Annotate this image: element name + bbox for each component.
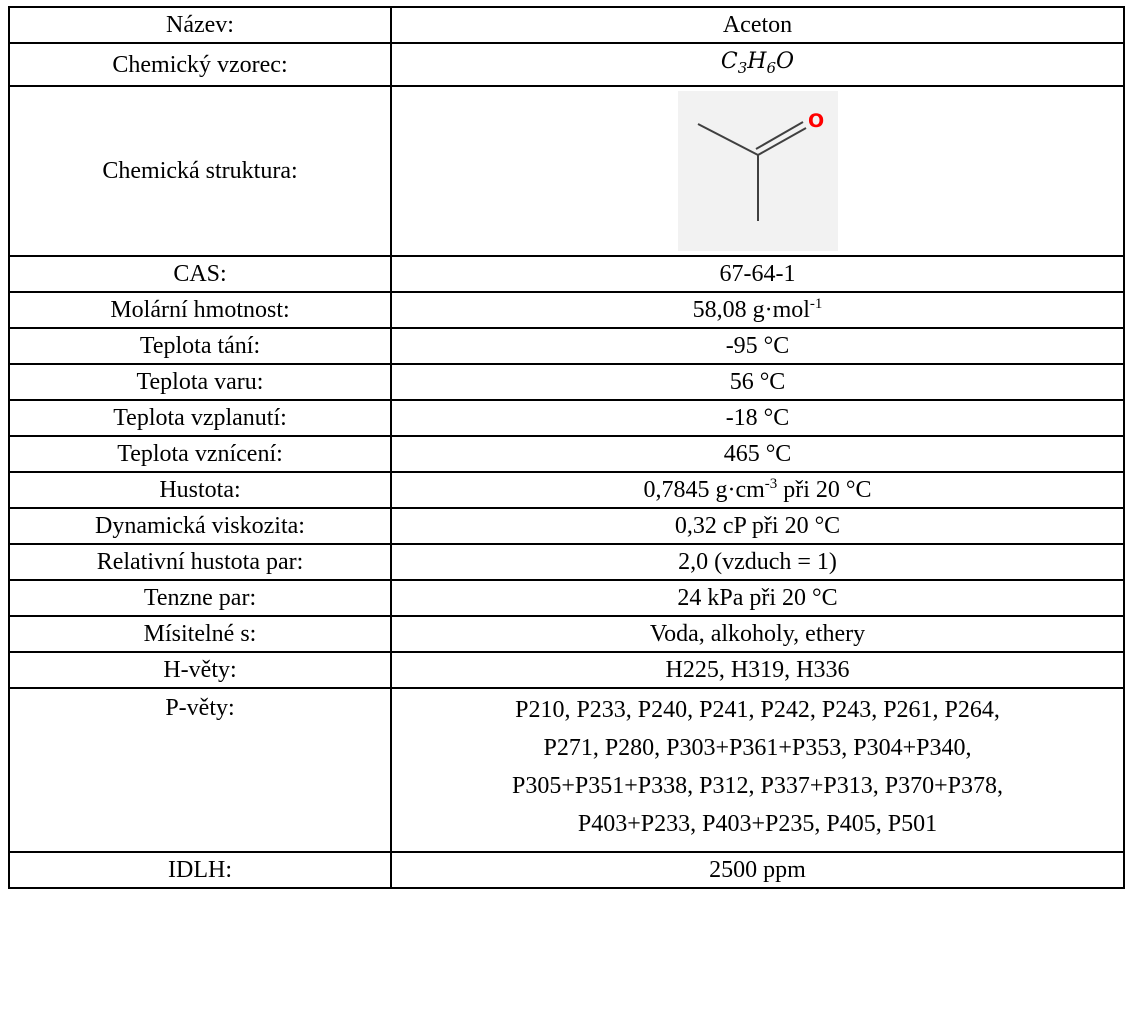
table-row: IDLH: 2500 ppm <box>8 851 1125 889</box>
p-statements-line: P271, P280, P303+P361+P353, P304+P340, <box>543 735 972 761</box>
row-value: 24 kPa při 20 °C <box>390 579 1125 617</box>
density-text: 0,7845 g·cm <box>643 477 765 503</box>
row-label: Dynamická viskozita: <box>8 507 392 545</box>
oxygen-atom-label: O <box>808 110 824 132</box>
density-condition: při 20 °C <box>777 477 872 503</box>
table-row: Molární hmotnost: 58,08 g·mol-1 <box>8 291 1125 329</box>
row-label: Hustota: <box>8 471 392 509</box>
p-statements-line: P210, P233, P240, P241, P242, P243, P261… <box>515 697 1000 723</box>
row-value: 2500 ppm <box>390 851 1125 889</box>
row-value: Voda, alkoholy, ethery <box>390 615 1125 653</box>
table-row: Hustota: 0,7845 g·cm-3 při 20 °C <box>8 471 1125 509</box>
table-row: H-věty: H225, H319, H336 <box>8 651 1125 689</box>
p-statements-line: P403+P233, P403+P235, P405, P501 <box>577 811 938 837</box>
p-statements: P210, P233, P240, P241, P242, P243, P261… <box>390 687 1125 853</box>
row-label: Název: <box>8 6 392 44</box>
row-label: Mísitelné s: <box>8 615 392 653</box>
formula-text: C3H6O <box>720 49 795 77</box>
row-label: Chemická struktura: <box>8 85 392 257</box>
row-value: 58,08 g·mol-1 <box>390 291 1125 329</box>
row-label: Teplota vznícení: <box>8 435 392 473</box>
table-row: Teplota vznícení: 465 °C <box>8 435 1125 473</box>
row-value: Aceton <box>390 6 1125 44</box>
row-value: 56 °C <box>390 363 1125 401</box>
table-row: Chemická struktura: O <box>8 85 1125 257</box>
chemical-formula: C3H6O <box>390 42 1125 87</box>
table-row: P-věty: P210, P233, P240, P241, P242, P2… <box>8 687 1125 853</box>
acetone-structure-icon: O <box>697 110 824 221</box>
table-row: Relativní hustota par: 2,0 (vzduch = 1) <box>8 543 1125 581</box>
row-value: 0,7845 g·cm-3 při 20 °C <box>390 471 1125 509</box>
properties-table: Název: Aceton Chemický vzorec: C3H6O Che… <box>8 6 1125 889</box>
row-label: H-věty: <box>8 651 392 689</box>
density-exponent: -3 <box>764 476 778 492</box>
table-row: Název: Aceton <box>8 6 1125 44</box>
row-label: Teplota tání: <box>8 327 392 365</box>
formula-hydrogen: H <box>747 49 767 74</box>
structure-image: O <box>677 91 838 251</box>
row-label: IDLH: <box>8 851 392 889</box>
row-label: Molární hmotnost: <box>8 291 392 329</box>
molar-mass-exponent: -1 <box>809 296 823 312</box>
table-row: Teplota varu: 56 °C <box>8 363 1125 401</box>
table-row: Teplota vzplanutí: -18 °C <box>8 399 1125 437</box>
formula-carbon-count: 3 <box>737 59 748 77</box>
formula-oxygen: O <box>776 49 795 74</box>
table-row: CAS: 67-64-1 <box>8 255 1125 293</box>
row-label: Chemický vzorec: <box>8 42 392 87</box>
molar-mass-text: 58,08 g·mol <box>692 297 810 323</box>
row-label: Tenzne par: <box>8 579 392 617</box>
row-value: 2,0 (vzduch = 1) <box>390 543 1125 581</box>
row-value: H225, H319, H336 <box>390 651 1125 689</box>
row-value: 465 °C <box>390 435 1125 473</box>
row-value: -18 °C <box>390 399 1125 437</box>
table-row: Tenzne par: 24 kPa při 20 °C <box>8 579 1125 617</box>
table-row: Chemický vzorec: C3H6O <box>8 42 1125 87</box>
formula-hydrogen-count: 6 <box>766 59 777 77</box>
table-row: Teplota tání: -95 °C <box>8 327 1125 365</box>
row-label: P-věty: <box>8 687 392 853</box>
table-row: Dynamická viskozita: 0,32 cP při 20 °C <box>8 507 1125 545</box>
row-value: 0,32 cP při 20 °C <box>390 507 1125 545</box>
table-row: Mísitelné s: Voda, alkoholy, ethery <box>8 615 1125 653</box>
row-label: Teplota vzplanutí: <box>8 399 392 437</box>
row-label: Teplota varu: <box>8 363 392 401</box>
p-statements-line: P305+P351+P338, P312, P337+P313, P370+P3… <box>512 773 1003 799</box>
chemical-structure: O <box>390 85 1125 257</box>
row-label: CAS: <box>8 255 392 293</box>
row-value: 67-64-1 <box>390 255 1125 293</box>
row-value: -95 °C <box>390 327 1125 365</box>
formula-carbon: C <box>720 49 738 74</box>
row-label: Relativní hustota par: <box>8 543 392 581</box>
